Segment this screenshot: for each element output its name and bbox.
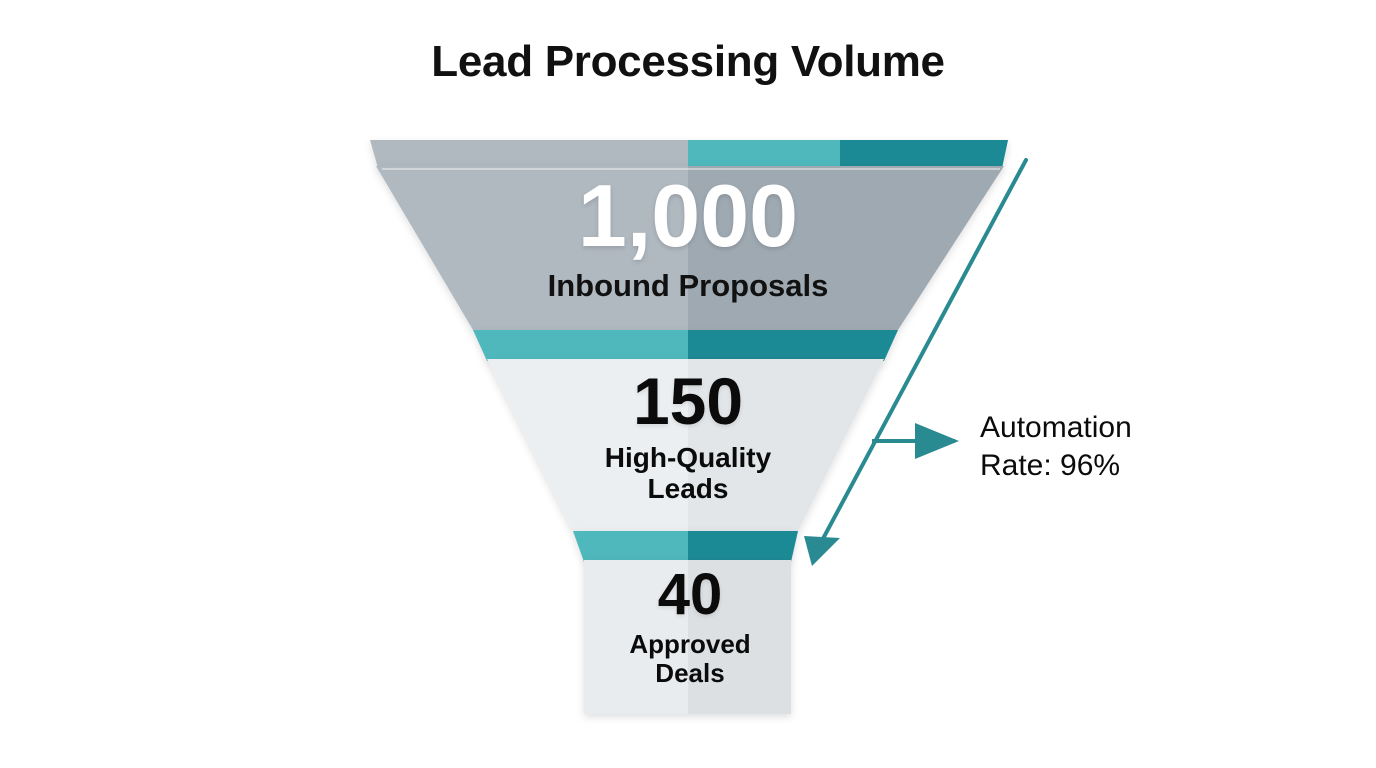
funnel-stage-high-quality-leads[interactable] [487, 359, 884, 531]
connector-band-1-2 [473, 330, 898, 361]
funnel-stage-inbound-proposals[interactable] [376, 166, 1004, 330]
funnel-stage-approved-deals[interactable] [584, 560, 791, 714]
page-title: Lead Processing Volume [431, 37, 945, 86]
arrow-down-left-icon [804, 158, 1028, 566]
connector-band-2-3 [573, 531, 798, 562]
stage-1-top-band [370, 140, 1008, 168]
